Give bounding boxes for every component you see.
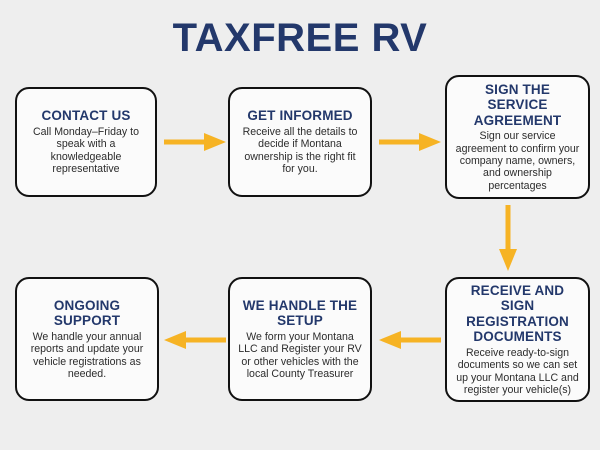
step-box-ongoing-support[interactable]: ONGOING SUPPORT We handle your annual re… xyxy=(15,277,159,401)
step-box-sign-the-service-agreement[interactable]: SIGN THE SERVICE AGREEMENT Sign our serv… xyxy=(445,75,590,199)
arrow-right-icon xyxy=(164,129,226,155)
arrow-left-icon xyxy=(379,327,441,353)
page-title: TAXFREE RV xyxy=(172,16,428,60)
step-box-we-handle-the-setup[interactable]: WE HANDLE THE SETUP We form your Montana… xyxy=(228,277,372,401)
step-body: Receive all the details to decide if Mon… xyxy=(242,125,358,176)
step-title: GET INFORMED xyxy=(247,108,353,124)
step-body: We handle your annual reports and update… xyxy=(30,330,144,380)
step-title: ONGOING SUPPORT xyxy=(53,297,121,329)
arrow-right-icon xyxy=(379,129,441,155)
step-box-get-informed[interactable]: GET INFORMED Receive all the details to … xyxy=(228,87,372,197)
step-box-receive-and-sign-registration-documents[interactable]: RECEIVE AND SIGN REGISTRATION DOCUMENTS … xyxy=(445,277,590,402)
arrow-left-icon xyxy=(164,327,226,353)
step-box-contact-us[interactable]: CONTACT US Call Monday–Friday to speak w… xyxy=(15,87,157,197)
step-title: SIGN THE SERVICE AGREEMENT xyxy=(473,81,562,128)
step-body: We form your Montana LLC and Register yo… xyxy=(238,330,362,380)
step-body: Receive ready-to-sign documents so we ca… xyxy=(456,346,579,396)
step-body: Sign our service agreement to confirm yo… xyxy=(455,130,580,192)
step-body: Call Monday–Friday to speak with a knowl… xyxy=(33,125,139,176)
step-title: RECEIVE AND SIGN REGISTRATION DOCUMENTS xyxy=(466,282,569,345)
step-title: WE HANDLE THE SETUP xyxy=(242,297,358,329)
arrow-down-icon xyxy=(495,205,521,271)
step-title: CONTACT US xyxy=(41,108,131,124)
